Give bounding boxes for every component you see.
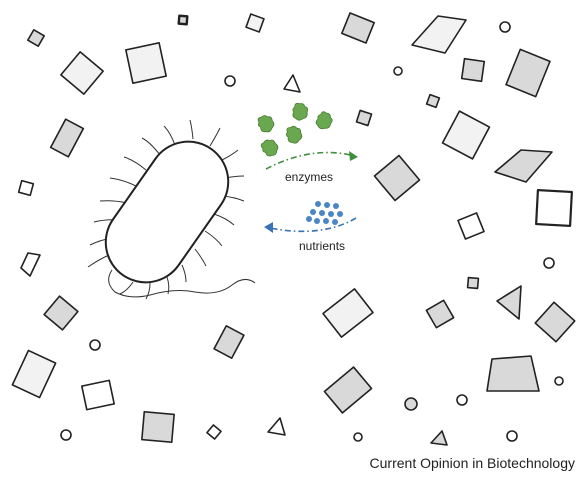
enzyme-icon: [257, 115, 275, 133]
particle: [60, 51, 104, 95]
particle: [17, 179, 35, 197]
nutrient-dot: [306, 216, 312, 222]
enzymes-group: enzymes: [257, 102, 358, 184]
particle: [441, 110, 491, 160]
nutrient-dot: [328, 211, 334, 217]
nutrients-label: nutrients: [299, 239, 345, 253]
enzyme-icon: [315, 111, 333, 130]
enzymes-arrow: [265, 151, 356, 170]
particle: [393, 66, 403, 76]
particle: [486, 355, 540, 392]
enzyme-shapes: [257, 102, 333, 157]
nutrient-dot: [333, 203, 339, 209]
particle: [43, 295, 79, 331]
particle: [554, 376, 564, 386]
particle: [323, 366, 373, 414]
particle: [373, 154, 421, 202]
nutrients-arrow: [269, 217, 357, 233]
particle: [125, 42, 167, 84]
particle: [322, 288, 374, 338]
particle: [535, 189, 573, 227]
nutrient-dot: [337, 211, 343, 217]
particle: [49, 118, 85, 158]
particle: [505, 48, 551, 98]
particle: [534, 301, 576, 343]
particle: [89, 339, 101, 351]
particle: [457, 212, 485, 240]
nutrient-dot: [332, 219, 338, 225]
nutrient-dot: [310, 209, 316, 215]
particle: [245, 13, 265, 33]
particle: [60, 429, 72, 441]
enzyme-icon: [292, 102, 309, 121]
enzyme-icon: [285, 125, 303, 144]
particle: [425, 299, 455, 329]
particle: [213, 325, 245, 359]
particle: [141, 410, 175, 444]
nutrient-dot: [315, 201, 321, 207]
particle: [430, 430, 448, 446]
particle: [177, 14, 189, 26]
particle: [353, 432, 363, 442]
nutrient-dots: [306, 201, 343, 225]
particle: [20, 252, 41, 277]
particle: [355, 109, 373, 127]
cell-body: [104, 140, 230, 284]
particle: [206, 424, 222, 440]
particle: [81, 379, 115, 411]
particle: [496, 285, 522, 320]
enzymes-arrowhead: [349, 151, 358, 161]
particles: [11, 12, 576, 446]
particle: [460, 57, 486, 83]
nutrient-dot: [323, 218, 329, 224]
particle: [543, 257, 555, 269]
particle: [404, 397, 418, 411]
particle: [27, 29, 45, 47]
particle: [224, 75, 236, 87]
nutrient-dot: [324, 202, 330, 208]
particle: [466, 276, 480, 290]
particle: [267, 417, 286, 436]
particle: [494, 149, 553, 183]
nutrient-dot: [319, 210, 325, 216]
particle: [283, 74, 301, 93]
particle: [411, 15, 467, 54]
particle: [456, 394, 468, 406]
particle: [425, 93, 441, 109]
nutrients-group: nutrients: [264, 201, 357, 253]
bacterium: [87, 119, 256, 300]
particle: [11, 349, 57, 399]
enzymes-label: enzymes: [285, 170, 333, 184]
nutrients-arrowhead: [264, 222, 273, 233]
particle: [341, 12, 375, 44]
nutrient-dot: [314, 218, 320, 224]
particle: [506, 430, 518, 442]
enzyme-icon: [260, 139, 279, 157]
credit-line: Current Opinion in Biotechnology: [369, 455, 575, 471]
particle: [499, 21, 511, 33]
